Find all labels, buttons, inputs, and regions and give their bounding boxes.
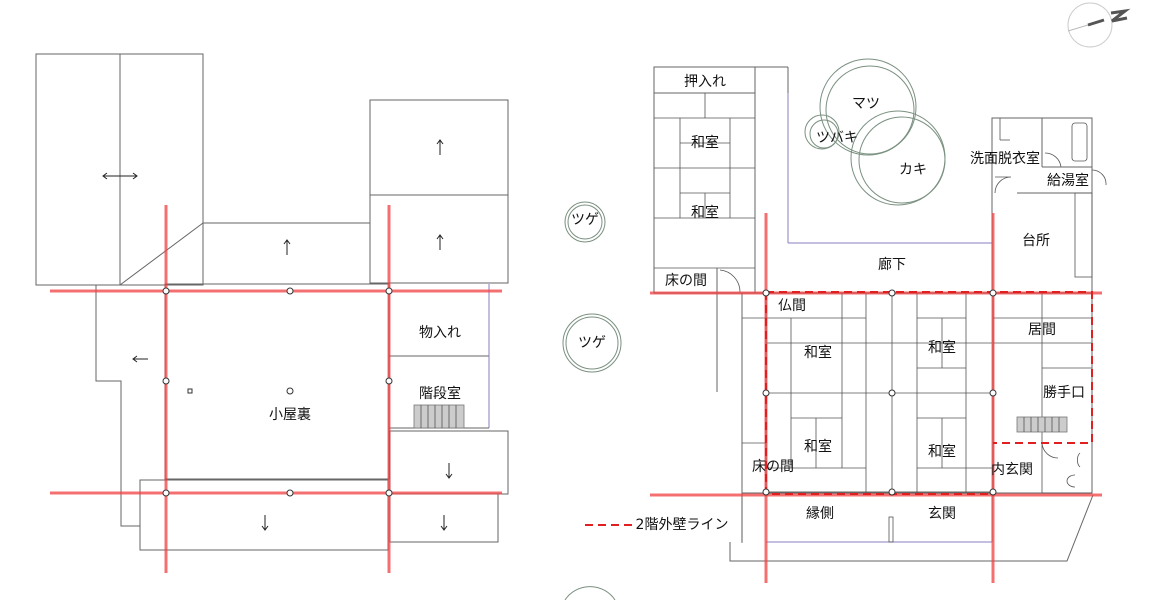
room-label-living: 居間 <box>1028 322 1056 338</box>
bath-kitchen-wing <box>991 117 1107 294</box>
tree-label-camellia: ツバキ <box>816 130 858 146</box>
staircase-icon <box>1016 416 1068 433</box>
tree-label-pine: マツ <box>852 96 880 112</box>
room-label-washroom: 洗面脱衣室 <box>970 150 1040 167</box>
room-label-washitsu: 和室 <box>804 344 832 361</box>
room-label-closet: 押入れ <box>684 74 726 90</box>
tree-label-persimmon: カキ <box>899 162 927 178</box>
room-label-kitchen: 台所 <box>1022 233 1050 249</box>
room-label-storage: 物入れ <box>419 325 461 341</box>
second-floor-plan: 小屋裏 物入れ 階段室 <box>35 53 509 573</box>
room-label-washitsu: 和室 <box>804 438 832 455</box>
room-label-inner-entrance: 内玄関 <box>991 461 1033 478</box>
legend-label: 2階外壁ライン <box>636 517 729 533</box>
room-label-washitsu: 和室 <box>691 134 719 151</box>
tree-label-boxwood: ツゲ <box>571 212 599 228</box>
room-label-stair-room: 階段室 <box>419 385 461 402</box>
posts <box>762 289 997 496</box>
room-label-attic: 小屋裏 <box>269 406 311 423</box>
trees <box>562 58 946 600</box>
room-label-washitsu: 和室 <box>928 339 956 356</box>
room-label-engawa: 縁側 <box>806 506 834 522</box>
legend: 2階外壁ライン <box>585 517 728 533</box>
room-label-tokonoma: 床の間 <box>752 459 794 475</box>
tree-label-boxwood: ツゲ <box>578 335 606 351</box>
room-label-tokonoma: 床の間 <box>665 273 707 289</box>
room-label-back-door: 勝手口 <box>1043 385 1085 401</box>
roof-outline <box>35 53 509 551</box>
attic-walls <box>164 283 490 480</box>
posts <box>162 287 393 497</box>
first-floor-plan: 押入れ 和室 和室 床の間 廊下 仏間 和室 和室 和室 和室 床の間 居間 勝… <box>562 58 1107 600</box>
north-wing <box>653 66 992 392</box>
room-label-washitsu: 和室 <box>928 443 956 460</box>
room-label-entrance: 玄関 <box>928 505 956 522</box>
axis-lines <box>50 205 502 573</box>
room-label-corridor: 廊下 <box>878 256 906 273</box>
room-label-washitsu: 和室 <box>691 204 719 221</box>
room-label-hot-water-room: 給湯室 <box>1047 172 1089 189</box>
compass-icon <box>1067 2 1131 48</box>
staircase-icon <box>413 404 465 429</box>
room-label-butsuma: 仏間 <box>778 298 806 314</box>
roof-slope-arrows <box>102 139 453 531</box>
